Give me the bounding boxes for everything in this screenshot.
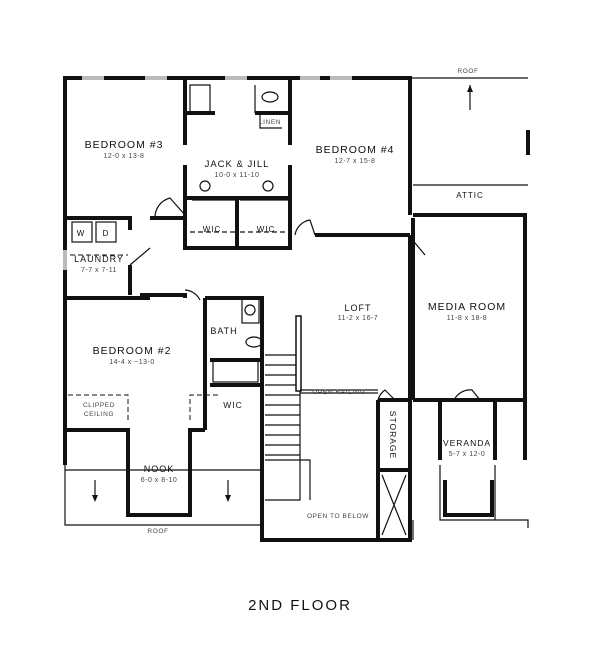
bedroom3-size: 12-0 x 13-8 <box>104 153 145 160</box>
clipped-ceiling-lines <box>68 394 220 420</box>
open-railing-label: OPEN RAILING <box>312 389 365 396</box>
bedroom2-size: 14-4 x ~13-0 <box>109 359 155 366</box>
clipped-ceiling-line2: CEILING <box>84 411 114 418</box>
bedroom3-label: BEDROOM #3 <box>85 139 164 151</box>
wic-bed2-label: WIC <box>223 400 243 410</box>
media-room-size: 11-8 x 18-8 <box>447 315 487 322</box>
linen-label: LINEN <box>259 119 281 126</box>
bedroom4-label: BEDROOM #4 <box>316 144 395 156</box>
nook-label: NOOK <box>144 464 175 474</box>
windows <box>63 76 352 270</box>
nook-size: 6-0 x 8-10 <box>141 477 178 484</box>
jack-jill-size: 10-0 x 11-10 <box>215 172 260 179</box>
roof-top-label: ROOF <box>457 68 478 75</box>
veranda-size: 5-7 x 12-0 <box>449 451 486 458</box>
clipped-ceiling-line1: CLIPPED <box>83 402 115 409</box>
doors <box>129 197 426 401</box>
dryer-label: D <box>103 229 110 238</box>
jack-jill-label: JACK & JILL <box>205 159 270 170</box>
loft-size: 11-2 x 16-7 <box>338 315 378 322</box>
roof-bottom <box>64 465 262 526</box>
washer-label: W <box>77 229 86 238</box>
wic-right-label: WIC <box>257 225 276 234</box>
bedroom4-size: 12-7 x 15-8 <box>335 158 376 165</box>
bath-fixtures <box>70 221 263 383</box>
floor-title: 2ND FLOOR <box>248 597 352 614</box>
veranda-label: VERANDA <box>443 438 491 448</box>
media-room-label: MEDIA ROOM <box>428 301 506 313</box>
laundry-label: LAUNDRY <box>74 254 124 264</box>
bath-label: BATH <box>210 326 237 336</box>
laundry-size: 7-7 x 7-11 <box>81 267 117 274</box>
roof-bottom-label: ROOF <box>147 528 168 535</box>
wic-left-label: WIC <box>203 225 222 234</box>
open-to-below-label: OPEN TO BELOW <box>307 513 369 520</box>
bedroom2-label: BEDROOM #2 <box>93 345 172 357</box>
interior-walls <box>65 78 410 540</box>
loft-label: LOFT <box>344 303 371 313</box>
staircase <box>265 315 378 501</box>
storage-label: STORAGE <box>388 411 398 459</box>
attic-label: ATTIC <box>456 191 484 200</box>
right-wing <box>410 77 530 540</box>
